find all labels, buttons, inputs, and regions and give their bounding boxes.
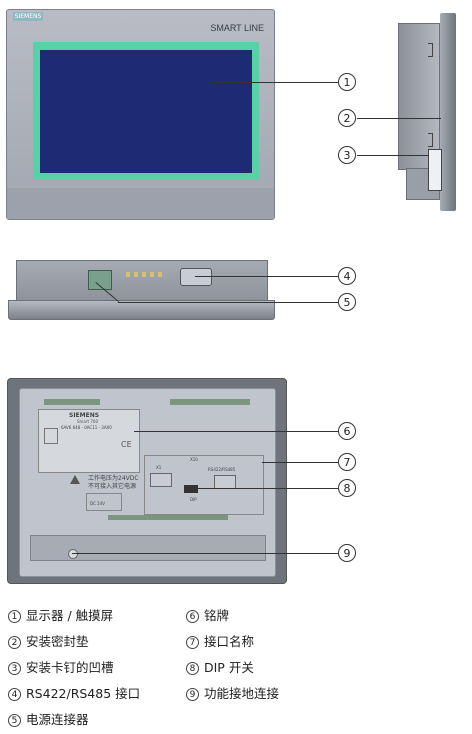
power-label-box [86, 493, 122, 511]
legend-item-4: 4 RS422/RS485 接口 [8, 683, 140, 702]
dc-voltage-label: DC 24V [90, 501, 105, 506]
leader-8 [198, 488, 338, 489]
bottom-housing [16, 260, 268, 302]
legend-text: 接口名称 [204, 634, 255, 649]
nameplate-brand: SIEMENS [69, 412, 100, 419]
callout-6: 6 [338, 422, 356, 440]
legend-num: 4 [8, 688, 21, 701]
bottom-view [8, 260, 275, 322]
legend-item-6: 6 铭牌 [186, 605, 229, 624]
legend-text: 安装密封垫 [26, 634, 89, 649]
front-brand: SIEMENS [13, 12, 43, 21]
front-model-line: SMART LINE [210, 23, 264, 33]
legend-num: 8 [186, 662, 199, 675]
side-view [398, 13, 458, 213]
nameplate-line: Smart 700 [77, 419, 99, 424]
mounting-clip-recess [428, 149, 442, 191]
legend-num: 6 [186, 610, 199, 623]
touch-screen [40, 50, 252, 173]
dip-switch [184, 485, 198, 493]
label-rs422-rs485: RS422/RS485 [208, 467, 236, 472]
callout-3: 3 [338, 146, 356, 164]
vent-top-left [44, 399, 100, 405]
legend-item-1: 1 显示器 / 触摸屏 [8, 605, 113, 624]
vent-top-right [170, 399, 250, 405]
label-dip: DIP [190, 497, 197, 502]
callout-8: 8 [338, 479, 356, 497]
legend-num: 5 [8, 714, 21, 727]
callout-4: 4 [338, 267, 356, 285]
label-x10: X10 [190, 457, 198, 462]
warning-triangle [70, 475, 80, 484]
legend-item-3: 3 安装卡钉的凹槽 [8, 657, 114, 676]
warning-text-line1: 工作电压为24VDC [88, 475, 139, 482]
legend-num: 1 [8, 610, 21, 623]
mounting-slot-upper [428, 43, 433, 57]
rear-view: SIEMENS Smart 700 6AV6 648 - 0AC11 - 3AX… [7, 378, 287, 584]
leader-3 [357, 155, 429, 156]
nameplate-order-number: 6AV6 648 - 0AC11 - 3AX0 [61, 425, 112, 430]
callout-2: 2 [338, 109, 356, 127]
status-leds [126, 272, 166, 277]
callout-9: 9 [338, 544, 356, 562]
power-connector-rear [150, 473, 172, 487]
legend-num: 7 [186, 636, 199, 649]
legend-text: 电源连接器 [26, 712, 89, 727]
legend-text: DIP 开关 [204, 660, 254, 675]
label-x1: X1 [156, 465, 162, 470]
legend-num: 9 [186, 688, 199, 701]
mounting-rail [30, 535, 266, 561]
leader-5 [118, 302, 338, 303]
ce-mark: CE [121, 440, 132, 449]
legend-num: 3 [8, 662, 21, 675]
interface-names-panel [144, 455, 264, 515]
functional-earth-screw [68, 549, 78, 559]
legend-item-7: 7 接口名称 [186, 631, 254, 650]
legend-num: 2 [8, 636, 21, 649]
front-view: SIEMENS SMART LINE [6, 9, 275, 220]
callout-5: 5 [338, 293, 356, 311]
legend-item-2: 2 安装密封垫 [8, 631, 89, 650]
bottom-front-frame [8, 300, 275, 320]
mounting-slot-lower [428, 133, 433, 147]
legend-item-8: 8 DIP 开关 [186, 657, 254, 676]
leader-2 [357, 118, 441, 119]
leader-7 [262, 462, 338, 463]
legend-text: 显示器 / 触摸屏 [26, 608, 114, 623]
legend-text: 功能接地连接 [204, 686, 280, 701]
nameplate: SIEMENS Smart 700 6AV6 648 - 0AC11 - 3AX… [38, 409, 140, 473]
legend-text: 铭牌 [204, 608, 230, 623]
rs422-rs485-port [180, 268, 212, 286]
leader-4 [195, 276, 338, 277]
power-connector [88, 270, 112, 290]
nameplate-box [44, 428, 58, 444]
serial-port-rear [214, 475, 236, 489]
leader-9 [72, 553, 338, 554]
vent-middle [108, 515, 228, 520]
legend-text: 安装卡钉的凹槽 [26, 660, 114, 675]
leader-1 [213, 82, 338, 83]
side-housing [398, 23, 440, 170]
front-frame-edge [440, 13, 456, 211]
warning-text-line2: 不可接入其它电源 [88, 483, 137, 490]
legend-item-9: 9 功能接地连接 [186, 683, 279, 702]
callout-7: 7 [338, 453, 356, 471]
legend-item-5: 5 电源连接器 [8, 709, 89, 728]
legend-text: RS422/RS485 接口 [26, 686, 141, 701]
leader-6 [134, 431, 338, 432]
callout-1: 1 [338, 73, 356, 91]
front-bottom-band [7, 188, 274, 219]
